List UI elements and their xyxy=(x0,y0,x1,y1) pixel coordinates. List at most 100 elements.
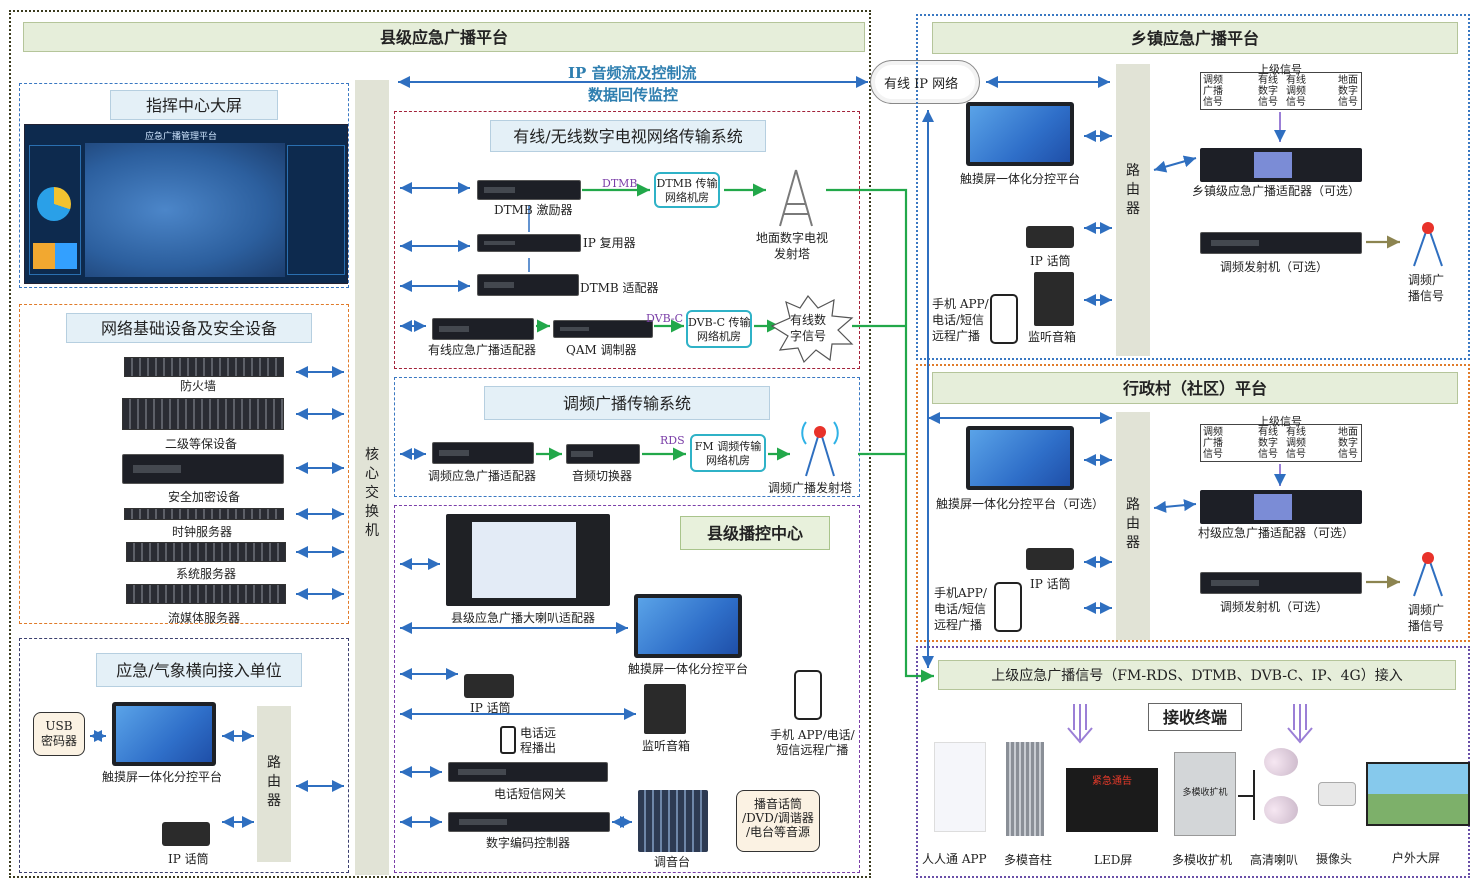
rds-tag: RDS xyxy=(660,434,685,447)
town-monitor-label: 监听音箱 xyxy=(1028,330,1077,344)
terminal-column-label: 多模音柱 xyxy=(1004,853,1053,867)
dvbc-tag: DVB-C xyxy=(646,312,683,325)
cable-ip-network-label: 有线 IP 网络 xyxy=(884,77,959,92)
cable-signal-burst xyxy=(770,294,854,364)
ip-stream-label-1: IP 音频流及控制流 xyxy=(568,64,697,82)
dtv-tower-icon xyxy=(779,169,813,227)
cc-phone-label: 手机 APP/电话/ 短信远程广播 xyxy=(770,728,855,757)
encryption-device xyxy=(122,454,284,484)
camera xyxy=(1318,782,1356,806)
sms-gateway-label: 电话短信网关 xyxy=(494,787,567,801)
village-signal-box xyxy=(1200,424,1362,462)
screen-title: 应急广播管理平台 xyxy=(145,132,218,142)
led-screen: 紧急通告 xyxy=(1066,768,1158,832)
mixer xyxy=(638,790,708,852)
village-adapter-screen xyxy=(1254,494,1292,520)
town-platform-title: 乡镇应急广播平台 xyxy=(932,22,1458,54)
town-router xyxy=(1116,64,1150,356)
town-fm-signal-label: 调频广 播信号 xyxy=(1408,273,1445,303)
access-touch-label: 触摸屏一体化分控平台 xyxy=(102,770,223,784)
town-signal-3: 有线 调频 信号 xyxy=(1286,75,1306,108)
horn-speaker-1 xyxy=(1264,748,1298,776)
speaker-adapter-device xyxy=(446,514,610,606)
county-platform-title: 县级应急广播平台 xyxy=(23,22,865,52)
village-fm-signal-label: 调频广 播信号 xyxy=(1408,603,1445,633)
terminals-title: 接收终端 xyxy=(1148,703,1242,731)
terminal-amp-label: 多模收扩机 xyxy=(1172,853,1233,867)
cable-ip-network-cloud xyxy=(870,60,980,104)
firewall-device xyxy=(124,357,284,377)
town-touch-screen xyxy=(966,102,1074,166)
fm-room: FM 调频传输 网络机房 xyxy=(690,434,766,472)
access-touch-screen xyxy=(112,702,216,766)
town-upper-signal: 上级信号 xyxy=(1258,63,1302,76)
village-platform-title: 行政村（社区）平台 xyxy=(932,372,1458,404)
village-touch-label: 触摸屏一体化分控平台（可选） xyxy=(936,497,1105,511)
village-fm-tower-icon xyxy=(1413,552,1443,597)
village-router xyxy=(1116,412,1150,640)
fm-system-box xyxy=(394,377,860,497)
multi-amp-text: 多模收扩机 xyxy=(1182,788,1228,798)
phone-remote-label: 电话远 程播出 xyxy=(520,726,557,755)
encoder-label: 数字编码控制器 xyxy=(486,836,571,850)
access-router xyxy=(257,706,291,862)
media-server-label: 流媒体服务器 xyxy=(168,611,241,625)
encryption-label: 安全加密设备 xyxy=(168,490,241,504)
town-adapter-screen xyxy=(1254,152,1292,178)
dtmb-tag: DTMB xyxy=(602,177,638,190)
village-touch-screen xyxy=(966,426,1074,490)
village-signal-4: 地面 数字 信号 xyxy=(1338,427,1358,460)
dtmb-exciter xyxy=(477,180,581,200)
cc-monitor-label: 监听音箱 xyxy=(642,739,691,753)
village-transmitter xyxy=(1200,572,1362,594)
horn-speaker-2 xyxy=(1264,796,1298,824)
town-platform-region xyxy=(916,14,1470,360)
village-signal-2: 有线 数字 信号 xyxy=(1258,427,1278,460)
map-area xyxy=(85,143,285,277)
village-signal-3: 有线 调频 信号 xyxy=(1286,427,1306,460)
cc-touch-label: 触摸屏一体化分控平台 xyxy=(628,662,749,676)
phone-remote-icon xyxy=(500,726,516,754)
fm-adapter-label: 调频应急广播适配器 xyxy=(428,469,537,483)
town-mic xyxy=(1026,226,1074,248)
usb-key: USB 密码器 xyxy=(33,712,85,756)
dtmb-room: DTMB 传输 网络机房 xyxy=(654,172,720,208)
speaker-adapter-screen xyxy=(472,522,576,598)
fm-system-title: 调频广播传输系统 xyxy=(484,386,770,420)
terminal-horn-label: 高清喇叭 xyxy=(1250,853,1299,867)
dtmb-adapter-label: DTMB 适配器 xyxy=(580,281,659,295)
audio-switch-label: 音频切换器 xyxy=(572,469,633,483)
cc-phone xyxy=(794,670,822,720)
cc-monitor-speaker xyxy=(644,684,686,734)
town-signal-1: 调频 广播 信号 xyxy=(1203,75,1223,108)
right-panel xyxy=(287,145,345,275)
town-phone-label: 手机 APP/ 电话/短信 远程广播 xyxy=(932,297,989,343)
access-mic xyxy=(162,822,210,846)
village-transmitter-label: 调频发射机（可选） xyxy=(1220,600,1329,614)
upper-access-banner: 上级应急广播信号（FM-RDS、DTMB、DVB-C、IP、4G）接入 xyxy=(938,660,1456,690)
qam-modulator xyxy=(553,320,653,338)
ip-mux-label: IP 复用器 xyxy=(583,236,636,250)
town-router-label: 路由器 xyxy=(1123,162,1143,219)
access-router-label: 路由器 xyxy=(264,754,284,811)
led-text: 紧急通告 xyxy=(1092,776,1132,787)
ip-mux xyxy=(477,234,581,252)
level2-label: 二级等保设备 xyxy=(165,437,238,451)
town-transmitter xyxy=(1200,232,1362,254)
tv-system-box xyxy=(394,111,860,369)
town-signal-4: 地面 数字 信号 xyxy=(1338,75,1358,108)
cable-adapter-label: 有线应急广播适配器 xyxy=(428,343,537,357)
terminal-camera-label: 摄像头 xyxy=(1316,852,1353,866)
town-router-text: 路由器 xyxy=(1126,163,1140,217)
encoder xyxy=(448,812,610,832)
county-platform-region xyxy=(9,10,871,878)
clock-server-label: 时钟服务器 xyxy=(172,525,233,539)
firewall-label: 防火墙 xyxy=(180,379,217,393)
dtmb-exciter-label: DTMB 激励器 xyxy=(494,203,573,217)
fm-tower-icon xyxy=(801,421,839,477)
village-platform-region xyxy=(916,364,1470,642)
system-server-label: 系统服务器 xyxy=(176,567,237,581)
town-phone xyxy=(990,294,1018,344)
control-center-box xyxy=(394,505,860,873)
command-center-screen: 应急广播管理平台 xyxy=(24,124,348,284)
